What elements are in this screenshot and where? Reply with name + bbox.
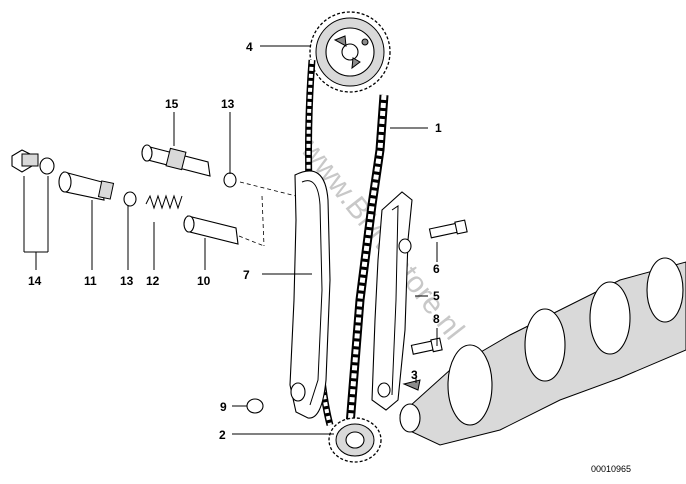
sealing-ring-13b [223, 172, 237, 188]
pivot-bolt-6 [428, 219, 468, 239]
callout-10: 10 [197, 274, 211, 288]
callout-12: 12 [146, 274, 160, 288]
callout-3: 3 [411, 368, 418, 382]
pivot-bolt-8 [410, 337, 443, 355]
leader-lines [23, 45, 438, 435]
callout-1: 1 [435, 121, 442, 135]
drawing-code: 00010965 [591, 464, 631, 474]
sealing-ring-9 [246, 398, 264, 414]
callout-13-lower: 13 [120, 274, 134, 288]
compression-spring-12 [145, 194, 183, 210]
callout-6: 6 [433, 262, 440, 276]
sealing-ring-13a [123, 191, 137, 207]
camshaft-sprocket [309, 11, 391, 93]
callout-9: 9 [220, 400, 227, 414]
crankshaft [399, 257, 686, 446]
crankshaft-sprocket [328, 417, 382, 463]
callout-4: 4 [246, 40, 253, 54]
screw-plug-14 [11, 149, 55, 175]
callout-7: 7 [243, 268, 250, 282]
callout-14: 14 [28, 274, 42, 288]
guide-rail [371, 191, 413, 411]
callout-13-upper: 13 [221, 97, 235, 111]
callout-2: 2 [219, 428, 226, 442]
callout-8: 8 [433, 312, 440, 326]
tensioner-housing-11 [58, 171, 115, 201]
callout-15: 15 [165, 97, 179, 111]
tensioner-rail [289, 170, 331, 419]
chain-tensioner-15 [141, 144, 211, 177]
callout-11: 11 [84, 274, 97, 288]
piston-10 [183, 215, 239, 245]
callout-5: 5 [433, 289, 440, 303]
